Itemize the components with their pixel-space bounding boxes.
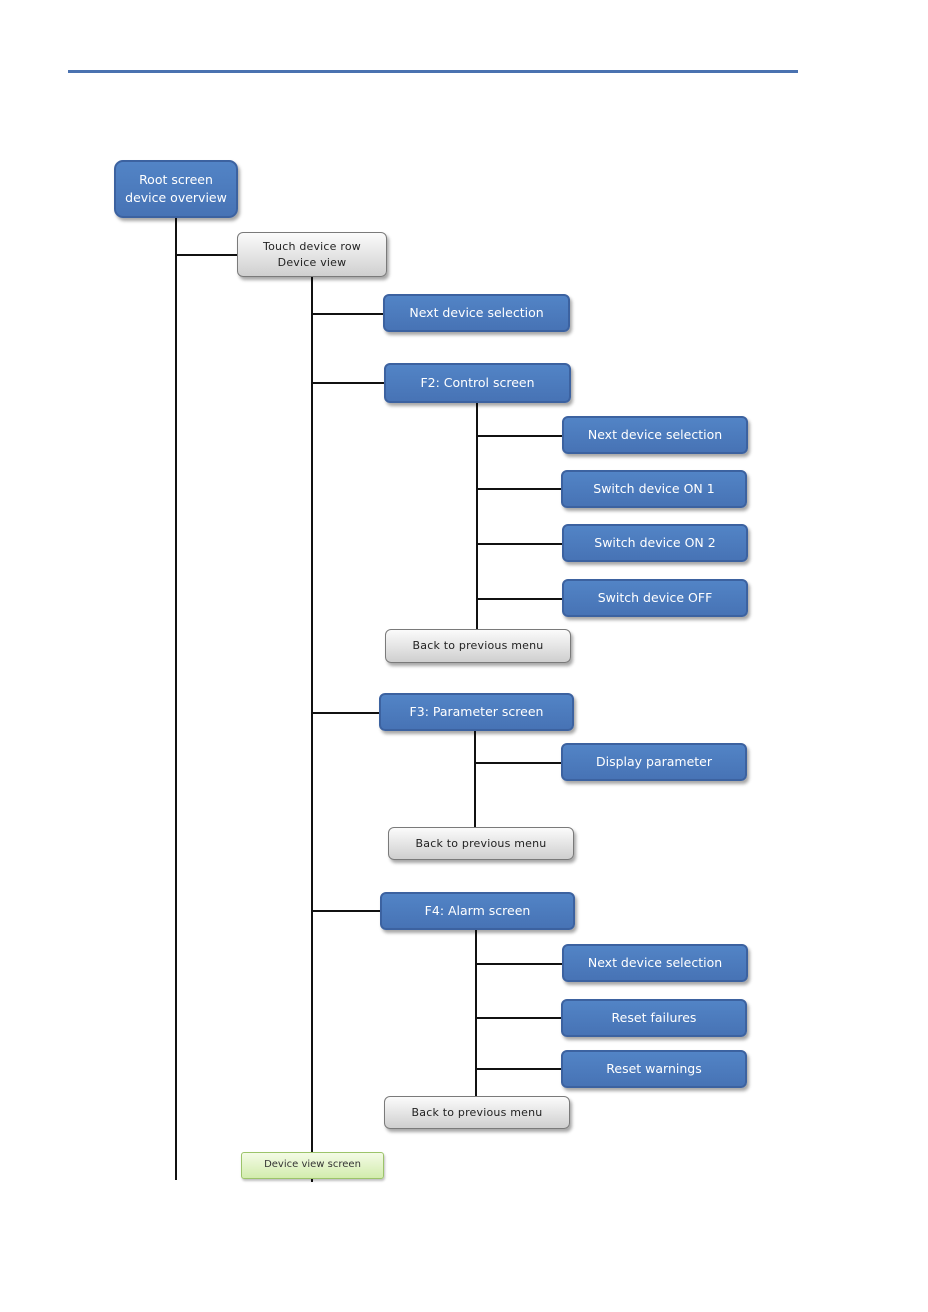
control-next-device-label: Next device selection — [587, 426, 723, 442]
f4-alarm-screen-node: F4: Alarm screen — [380, 892, 575, 930]
connector-switch-on-1 — [477, 488, 561, 490]
control-next-device-node: Next device selection — [562, 416, 748, 454]
alarm-next-device-label: Next device selection — [587, 954, 723, 970]
f4-alarm-screen-label: F4: Alarm screen — [424, 902, 531, 918]
switch-off-node: Switch device OFF — [562, 579, 748, 617]
switch-on-2-node: Switch device ON 2 — [562, 524, 748, 562]
reset-warnings-label: Reset warnings — [606, 1060, 702, 1076]
parameter-trunk-line — [474, 730, 476, 828]
device-view-next-device-label: Next device selection — [409, 304, 544, 320]
connector-f4 — [312, 910, 381, 912]
control-back-label: Back to previous menu — [412, 639, 544, 653]
display-parameter-label: Display parameter — [595, 753, 713, 769]
connector-display-parameter — [475, 762, 561, 764]
alarm-back-label: Back to previous menu — [411, 1105, 543, 1119]
control-trunk-line — [476, 402, 478, 630]
alarm-trunk-line — [475, 929, 477, 1097]
touch-device-row-node: Touch device row Device view — [237, 232, 387, 277]
f2-control-screen-node: F2: Control screen — [384, 363, 571, 403]
root-screen-sublabel: device overview — [125, 190, 227, 205]
root-screen-label: Root screen — [139, 171, 213, 187]
switch-on-1-node: Switch device ON 1 — [561, 470, 747, 508]
device-view-screen-node: Device view screen — [241, 1152, 384, 1179]
reset-warnings-node: Reset warnings — [561, 1050, 747, 1088]
device-view-trunk-line — [311, 276, 313, 1182]
connector-f3 — [312, 712, 380, 714]
switch-off-label: Switch device OFF — [597, 589, 713, 605]
alarm-back-node: Back to previous menu — [384, 1096, 570, 1129]
f2-control-screen-label: F2: Control screen — [420, 374, 535, 390]
root-trunk-line — [175, 218, 177, 1180]
header-rule — [68, 70, 798, 73]
f3-parameter-screen-node: F3: Parameter screen — [379, 693, 574, 731]
parameter-back-label: Back to previous menu — [415, 836, 547, 850]
touch-device-row-label: Touch device row — [263, 239, 361, 253]
device-view-next-device-node: Next device selection — [383, 294, 570, 332]
display-parameter-node: Display parameter — [561, 743, 747, 781]
connector-reset-warnings — [476, 1068, 561, 1070]
parameter-back-node: Back to previous menu — [388, 827, 574, 860]
device-view-label: Device view — [277, 255, 347, 269]
control-back-node: Back to previous menu — [385, 629, 571, 663]
connector-next-device — [312, 313, 384, 315]
f3-parameter-screen-label: F3: Parameter screen — [409, 703, 544, 719]
connector-reset-failures — [476, 1017, 561, 1019]
root-to-touch-row-connector — [176, 254, 238, 256]
connector-alarm-next-device — [476, 963, 562, 965]
reset-failures-node: Reset failures — [561, 999, 747, 1037]
connector-switch-on-2 — [477, 543, 562, 545]
connector-control-next-device — [477, 435, 562, 437]
root-screen-node: Root screen device overview — [114, 160, 238, 218]
reset-failures-label: Reset failures — [611, 1009, 697, 1025]
connector-switch-off — [477, 598, 562, 600]
switch-on-2-label: Switch device ON 2 — [594, 534, 716, 550]
switch-on-1-label: Switch device ON 1 — [593, 480, 715, 496]
connector-f2 — [312, 382, 385, 384]
alarm-next-device-node: Next device selection — [562, 944, 748, 982]
device-view-screen-label: Device view screen — [264, 1159, 361, 1171]
